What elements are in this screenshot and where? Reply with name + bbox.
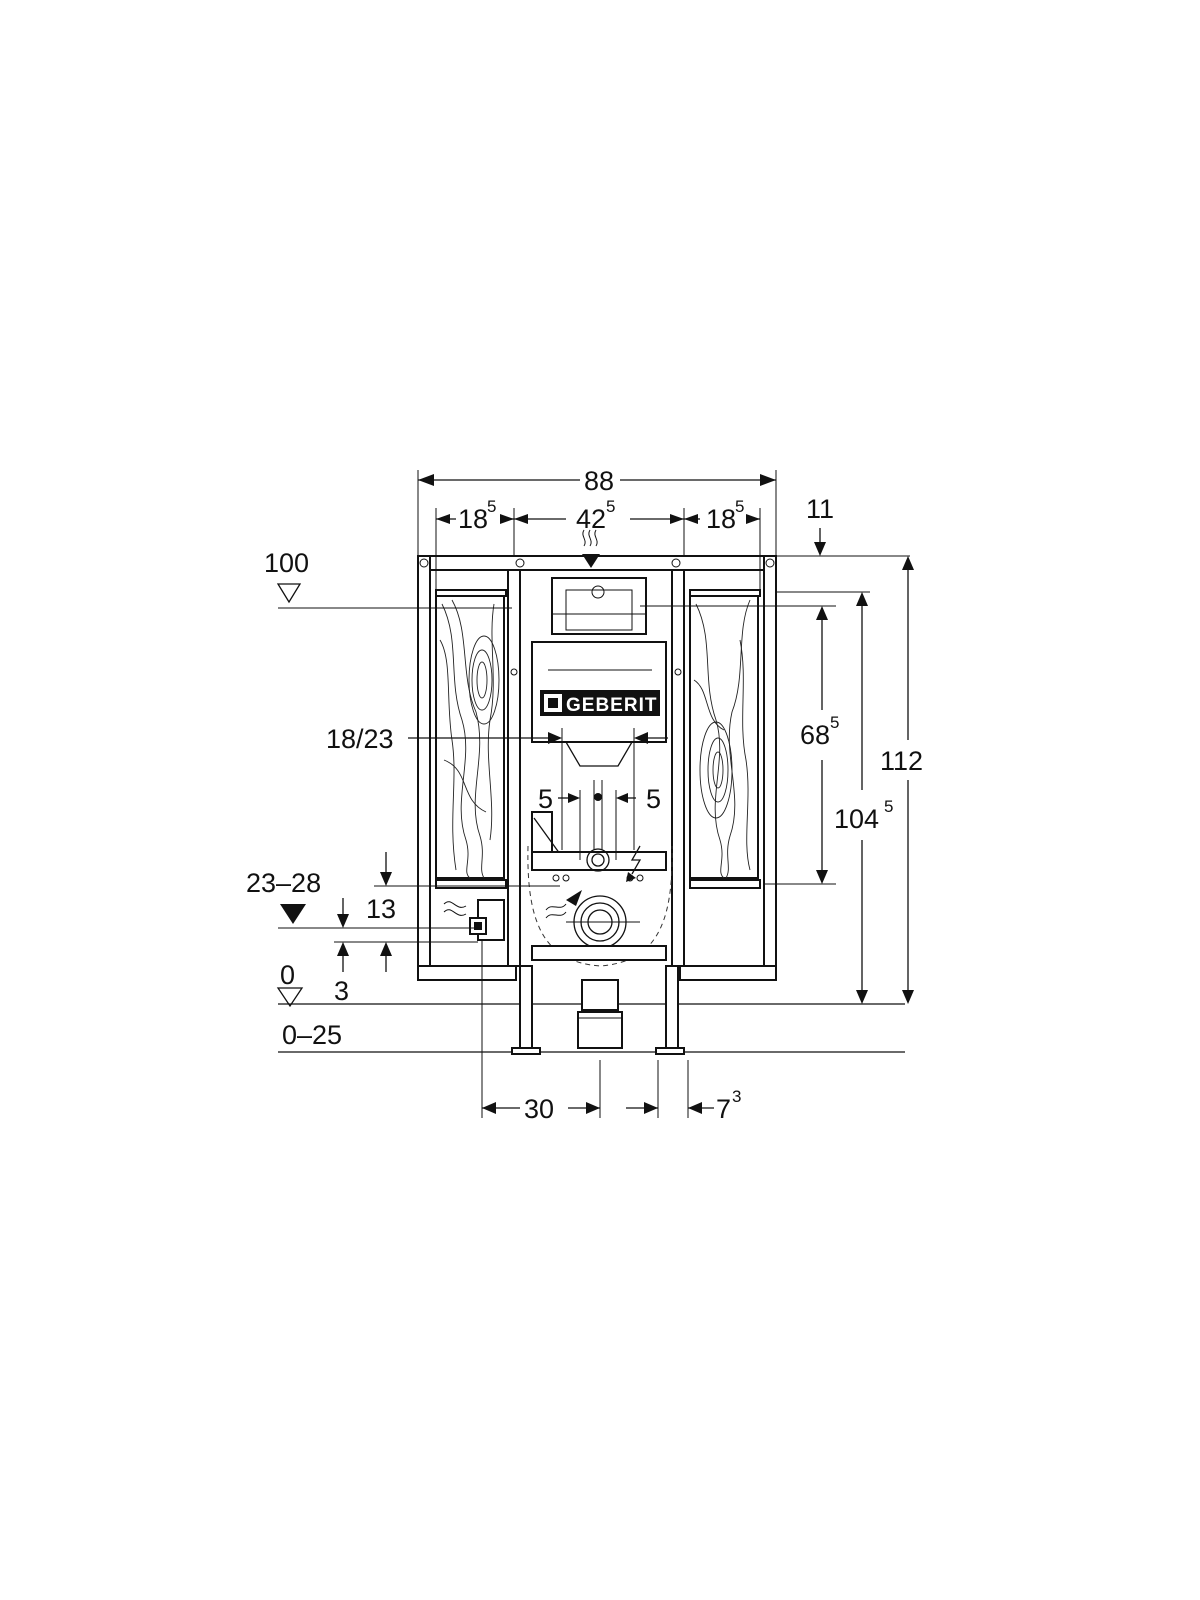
dim-lower-left: 23–28 13 3 xyxy=(246,852,560,1006)
center-module: GEBERIT xyxy=(510,577,685,1055)
label-center-width: 42 xyxy=(576,504,606,534)
brand-logo: GEBERIT xyxy=(566,695,657,716)
side-ledges xyxy=(435,589,761,889)
label-side-right-sup: 5 xyxy=(735,497,744,516)
label-height-1045: 104 xyxy=(834,804,879,834)
dim-bottom: 30 7 3 xyxy=(481,940,741,1124)
level-100: 100 xyxy=(264,548,512,609)
center-marker xyxy=(594,793,602,801)
label-side-left: 18 xyxy=(458,504,488,534)
label-height-685: 68 xyxy=(800,720,830,750)
label-total-width: 88 xyxy=(584,466,614,496)
label-total-height: 112 xyxy=(880,746,923,776)
dim-center-offsets: 5 5 xyxy=(538,784,661,860)
dim-pipe-spacing: 18/23 xyxy=(326,724,668,850)
dim-side-right: 18 5 xyxy=(684,497,761,590)
level-triangle-floor-icon xyxy=(276,987,304,1008)
label-dim-13: 13 xyxy=(366,894,396,924)
electric-icon xyxy=(626,845,642,882)
wood-panel-right xyxy=(689,593,759,879)
floor-level: 0 0–25 xyxy=(276,960,342,1050)
label-left-offset: 5 xyxy=(538,784,553,814)
level-triangle-filled-icon xyxy=(280,904,306,924)
label-height-685-sup: 5 xyxy=(830,713,839,732)
label-range-2328: 23–28 xyxy=(246,868,321,898)
label-side-right: 18 xyxy=(706,504,736,534)
label-bottom-73: 7 xyxy=(716,1094,731,1124)
label-level-top: 100 xyxy=(264,548,309,578)
dim-total-height: 112 xyxy=(880,556,923,1004)
label-center-width-sup: 5 xyxy=(606,497,615,516)
label-height-1045-sup: 5 xyxy=(884,797,893,816)
label-floor-range: 0–25 xyxy=(282,1020,342,1050)
label-right-offset: 5 xyxy=(646,784,661,814)
label-bottom-73-sup: 3 xyxy=(732,1087,741,1106)
dim-height-685: 68 5 xyxy=(640,605,839,885)
conduit-bracket xyxy=(443,899,505,941)
water-supply-icon-lower xyxy=(545,890,582,919)
label-side-left-sup: 5 xyxy=(487,497,496,516)
label-bottom-30: 30 xyxy=(524,1094,554,1124)
label-pipe-spacing: 18/23 xyxy=(326,724,394,754)
water-supply-icon xyxy=(582,529,600,568)
label-dim-3: 3 xyxy=(334,976,349,1006)
label-top-offset: 11 xyxy=(806,494,834,524)
dim-height-1045: 104 5 xyxy=(776,591,893,1004)
dim-top-offset: 11 xyxy=(776,494,910,557)
wood-panel-left xyxy=(435,593,505,879)
level-triangle-icon xyxy=(276,583,302,604)
dim-total-width: 88 xyxy=(417,466,777,556)
dim-side-left: 18 5 xyxy=(435,497,515,590)
label-floor-level: 0 xyxy=(280,960,295,990)
dim-center-width: 42 5 xyxy=(514,497,685,556)
